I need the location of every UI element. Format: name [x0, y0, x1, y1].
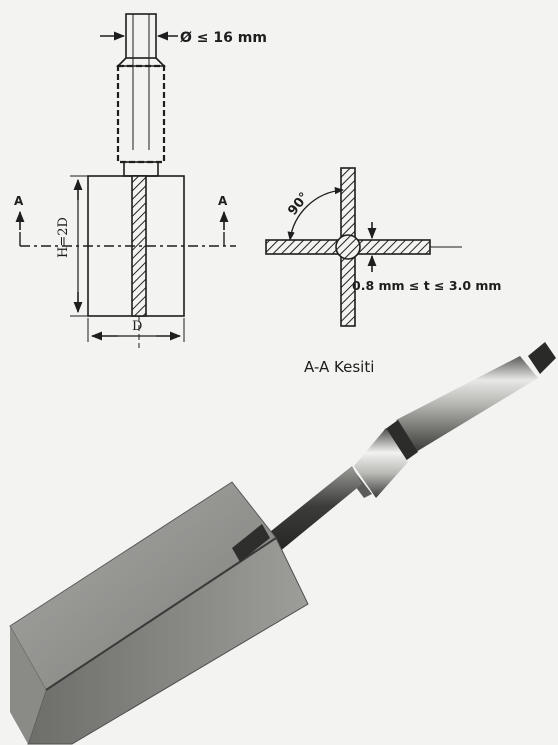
tool-ring [384, 420, 418, 462]
rod-casing [116, 64, 166, 164]
section-center-weld [335, 234, 361, 260]
diameter-label: Ø ≤ 16 mm [180, 30, 267, 46]
angle-label: 90° [285, 190, 312, 219]
tool-blade-edge [45, 537, 277, 691]
rod-collar [123, 161, 159, 177]
thickness-label: 0.8 mm ≤ t ≤ 3.0 mm [352, 278, 501, 293]
rod-upper [125, 13, 157, 59]
section-marker-right: A [218, 194, 228, 208]
height-label: H=2D [56, 217, 71, 258]
width-label: D [132, 319, 142, 334]
section-title: A-A Kesiti [304, 358, 374, 376]
vane-tool-photo [9, 342, 556, 745]
tool-tip [528, 342, 556, 374]
section-marker-left: A [14, 194, 24, 208]
tool-handle-body [396, 356, 538, 452]
cross-section-drawing [265, 167, 462, 327]
tool-cone [354, 428, 408, 498]
angle-arc [287, 187, 344, 241]
vane-elevation-drawing [15, 13, 236, 348]
rod-neck [116, 57, 166, 67]
